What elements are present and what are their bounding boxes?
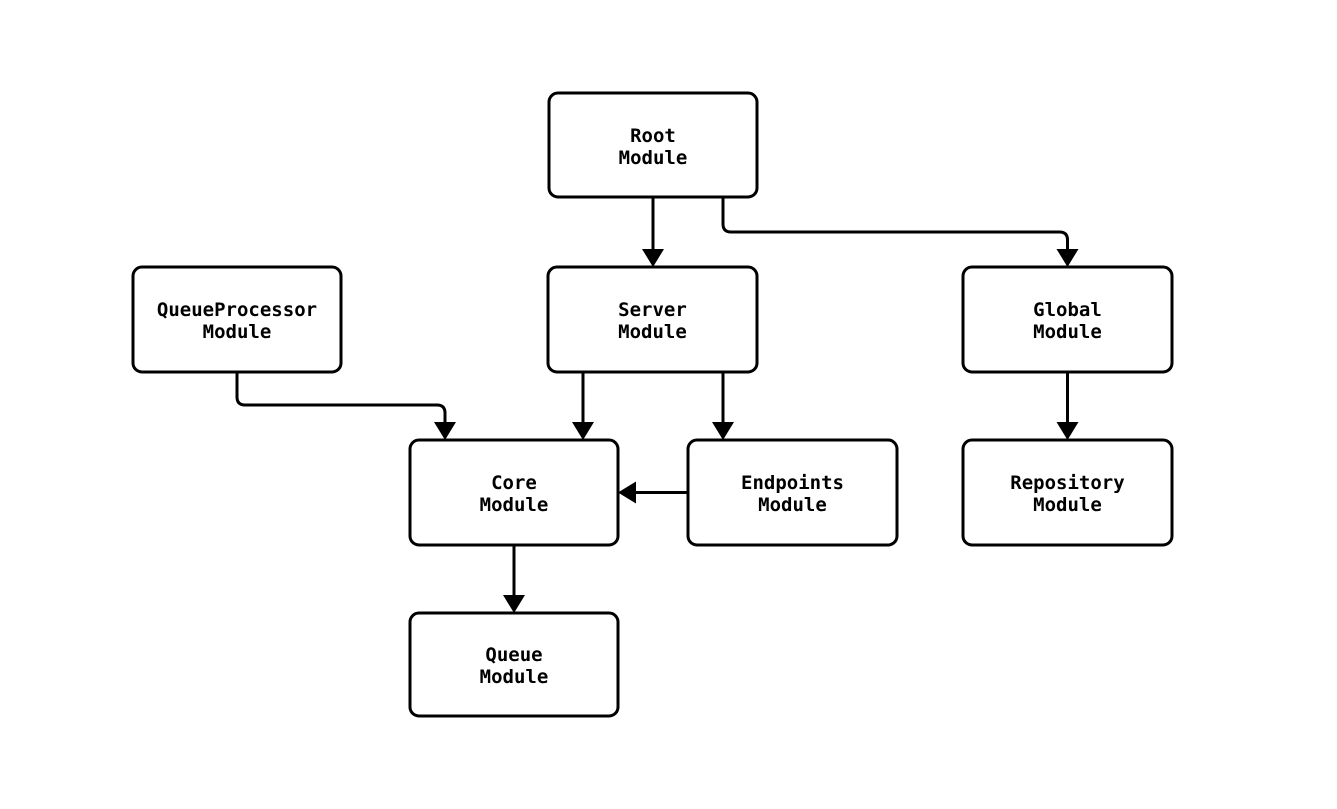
node-core-module: Core Module [408, 438, 620, 547]
node-label-line2: Module [1033, 321, 1102, 343]
node-label-line2: Module [618, 321, 687, 343]
edge-server-to-core [572, 372, 594, 440]
node-label-line1: Server [618, 299, 687, 321]
node-label-line2: Module [480, 666, 549, 688]
arrowhead-icon [434, 422, 456, 440]
arrowhead-icon [1056, 249, 1079, 267]
arrowhead-icon [503, 595, 525, 613]
edge-queueprocessor-to-core [235, 372, 456, 440]
node-label-line2: Module [758, 494, 827, 516]
node-label-line2: Module [619, 147, 688, 169]
node-label-line1: Global [1033, 299, 1102, 321]
node-label-line1: Core [491, 472, 537, 494]
node-box [686, 438, 899, 547]
arrowhead-icon [1056, 422, 1079, 440]
edge-line [721, 197, 1069, 251]
node-server-module: Server Module [546, 265, 759, 374]
node-box [547, 91, 759, 199]
arrowhead-icon [642, 249, 664, 267]
node-label-line1: Root [630, 125, 676, 147]
node-queue-module: Queue Module [408, 611, 620, 718]
node-box [961, 265, 1174, 374]
node-label-line2: Module [203, 321, 272, 343]
node-root-module: Root Module [547, 91, 759, 199]
edge-line [235, 372, 447, 424]
node-label-line1: Repository [1010, 472, 1124, 494]
node-global-module: Global Module [961, 265, 1174, 374]
node-box [408, 611, 620, 718]
node-label-line2: Module [1033, 494, 1102, 516]
node-box [408, 438, 620, 547]
edge-endpoints-to-core [618, 481, 688, 504]
node-box [546, 265, 759, 374]
node-label-line1: QueueProcessor [157, 299, 317, 321]
arrowhead-icon [572, 422, 594, 440]
node-box [131, 265, 343, 374]
edge-server-to-endpoints [712, 372, 734, 440]
node-label-line2: Module [480, 494, 549, 516]
edge-root-to-server [642, 197, 664, 267]
node-queueprocessor-module: QueueProcessor Module [131, 265, 343, 374]
arrowhead-icon [618, 481, 636, 504]
node-endpoints-module: Endpoints Module [686, 438, 899, 547]
node-box [961, 438, 1174, 547]
node-label-line1: Queue [485, 644, 542, 666]
node-label-line1: Endpoints [741, 472, 844, 494]
node-repository-module: Repository Module [961, 438, 1174, 547]
edge-root-to-global [721, 197, 1079, 267]
edge-global-to-repository [1056, 372, 1079, 440]
arrowhead-icon [712, 422, 734, 440]
edge-core-to-queue [503, 545, 525, 613]
